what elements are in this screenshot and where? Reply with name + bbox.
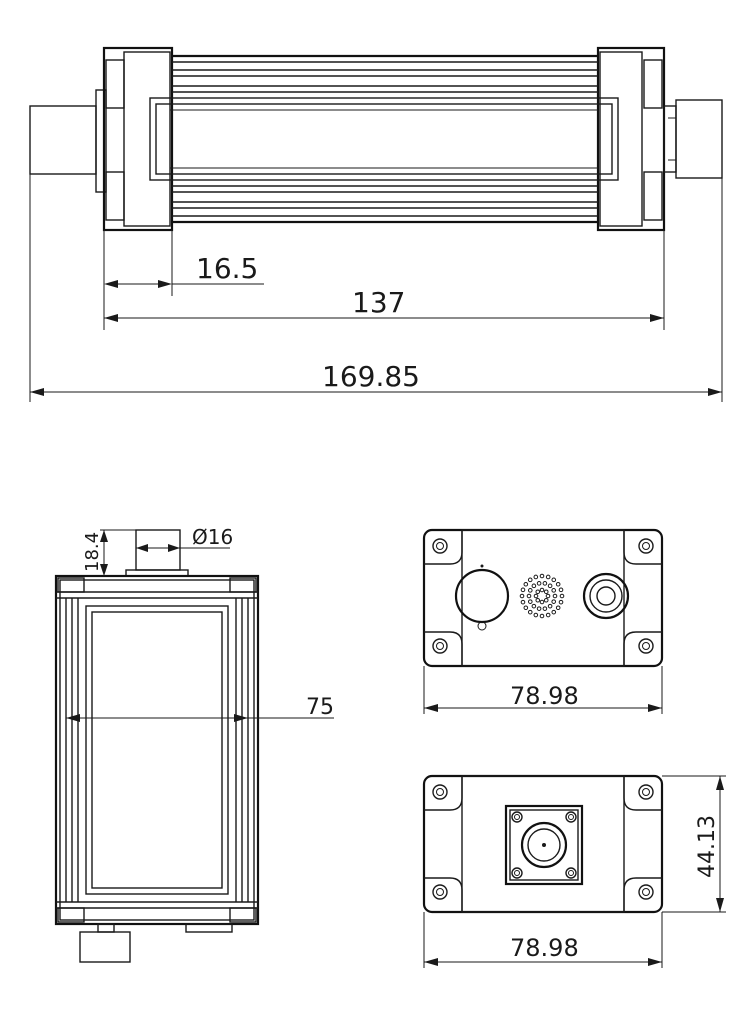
grille-hole [547,583,553,589]
dim-rear-height: 44.13 [695,815,720,878]
grille-hole [558,599,564,605]
grille-hole [535,589,541,595]
end-view-front: 78.98 [422,528,664,714]
grille-hole [523,581,529,587]
grille-hole [545,612,551,618]
grille-hole [523,605,529,611]
grille-hole [527,577,533,583]
speaker-grille [519,573,565,619]
grille-hole [520,587,526,593]
grille-hole [535,597,541,603]
grille-hole [519,593,525,599]
grille-hole [558,587,564,593]
grille-hole [551,599,557,604]
dim-body-length: 137 [352,286,405,319]
grille-hole [543,589,549,595]
dim-body-height: 75 [306,695,334,720]
dim-front-width: 78.98 [510,682,579,710]
grille-hole [536,606,542,611]
grille-hole [536,581,542,586]
grille-hole [531,603,537,609]
grille-hole [552,593,558,599]
grille-hole [531,583,537,589]
grille-hole [542,581,548,586]
grille-hole [539,599,545,605]
grille-hole [527,609,533,615]
end-view-rear: 78.98 44.13 [422,774,726,968]
grille-hole [547,603,553,609]
grille-hole [526,593,532,599]
grille-hole [545,574,551,580]
grille-hole [533,574,539,580]
grille-hole [527,588,533,593]
dim-connector-diameter: Ø16 [192,525,233,549]
grille-hole [555,605,561,611]
grille-hole [542,606,548,611]
dim-overall-length: 169.85 [322,360,420,393]
dim-rear-width: 78.98 [510,934,579,962]
grille-hole [539,587,545,593]
grille-hole [551,577,557,583]
grille-hole [539,613,545,619]
dim-connector-height: 18.4 [82,532,103,572]
grille-hole [527,599,533,604]
grille-hole [520,599,526,605]
grille-hole [533,612,539,618]
grille-hole [551,609,557,615]
grille-hole [533,593,539,599]
grille-hole [539,573,545,579]
dim-flange-width: 16.5 [196,252,258,285]
grille-hole [555,581,561,587]
grille-hole [551,588,557,593]
side-view: 18.4 Ø16 75 [54,525,334,963]
grille-hole [543,597,549,603]
grille-hole [545,593,551,599]
grille-hole [559,593,565,599]
top-view: 16.5 137 169.85 [29,46,723,402]
